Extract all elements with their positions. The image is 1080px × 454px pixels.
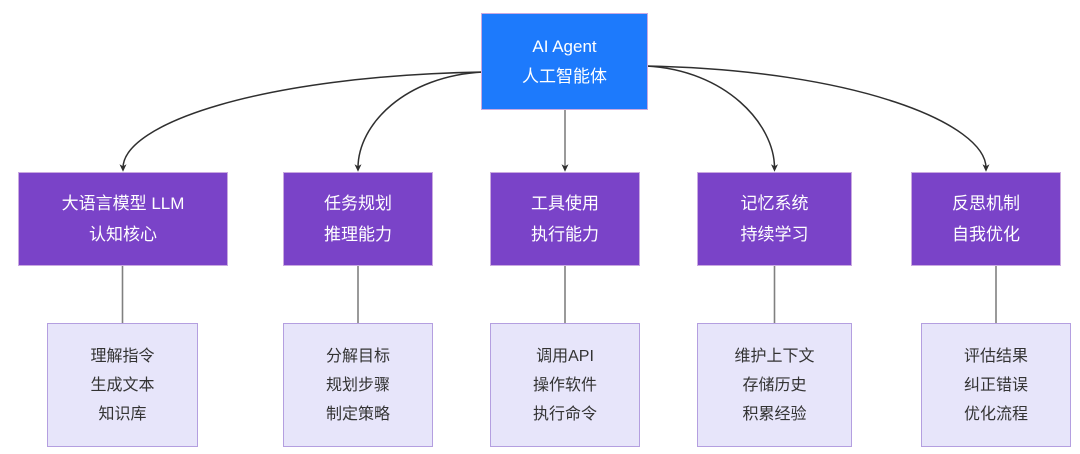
node-detail-task-planning-line-1: 分解目标	[325, 347, 390, 365]
node-capability-task-planning-line-2: 推理能力	[324, 225, 392, 244]
node-detail-memory-system-line-1: 维护上下文	[734, 347, 815, 365]
edge-root-to-llm	[119, 71, 484, 172]
node-capability-memory-system-line-1: 记忆系统	[740, 194, 809, 213]
node-capability-memory-system-line-2: 持续学习	[740, 225, 809, 244]
node-ai-agent-root: AI Agent 人工智能体	[481, 13, 648, 110]
node-detail-memory-system-line-3: 积累经验	[742, 405, 807, 423]
node-capability-reflection-line-2: 自我优化	[952, 225, 1020, 244]
edge-root-to-memory-system	[645, 65, 778, 172]
node-capability-reflection-line-1: 反思机制	[952, 194, 1020, 213]
node-capability-tool-use: 工具使用执行能力	[490, 172, 640, 266]
node-detail-reflection-line-3: 优化流程	[963, 405, 1028, 423]
capability-to-detail-stems	[121, 266, 997, 323]
node-detail-task-planning-line-3: 制定策略	[325, 405, 390, 423]
node-capability-memory-system: 记忆系统持续学习	[697, 172, 852, 266]
node-capability-llm-line-2: 认知核心	[89, 225, 157, 244]
node-capability-llm: 大语言模型 LLM 认知核心	[18, 172, 228, 266]
node-detail-reflection-line-2: 纠正错误	[963, 376, 1028, 394]
node-detail-reflection: 评估结果纠正错误优化流程	[921, 323, 1071, 447]
node-capability-tool-use-line-1: 工具使用	[531, 194, 599, 213]
node-detail-task-planning: 分解目标规划步骤制定策略	[283, 323, 433, 447]
node-detail-memory-system-line-2: 存储历史	[742, 376, 807, 394]
node-detail-tool-use-line-3: 执行命令	[532, 405, 597, 423]
node-detail-task-planning-line-2: 规划步骤	[325, 376, 390, 394]
node-capability-reflection: 反思机制自我优化	[911, 172, 1061, 266]
node-ai-agent-root-line-1: AI Agent	[532, 36, 597, 56]
node-detail-llm-line-3: 知识库	[98, 405, 147, 423]
node-capability-tool-use-line-2: 执行能力	[531, 225, 599, 244]
node-detail-llm-line-1: 理解指令	[90, 347, 155, 365]
node-detail-tool-use-line-1: 调用API	[536, 347, 594, 365]
node-detail-llm-line-2: 生成文本	[90, 376, 155, 394]
node-capability-task-planning: 任务规划推理能力	[283, 172, 433, 266]
node-detail-llm: 理解指令生成文本知识库	[47, 323, 198, 447]
node-ai-agent-root-line-2: 人工智能体	[522, 66, 607, 86]
node-detail-tool-use-line-2: 操作软件	[532, 376, 597, 394]
node-detail-tool-use: 调用API 操作软件执行命令	[490, 323, 640, 447]
edge-root-to-task-planning	[354, 71, 484, 172]
node-detail-reflection-line-1: 评估结果	[963, 347, 1028, 365]
edge-root-to-reflection	[645, 65, 990, 172]
node-capability-llm-line-1: 大语言模型 LLM	[61, 194, 185, 213]
node-capability-task-planning-line-1: 任务规划	[324, 194, 392, 213]
node-detail-memory-system: 维护上下文存储历史积累经验	[697, 323, 852, 447]
